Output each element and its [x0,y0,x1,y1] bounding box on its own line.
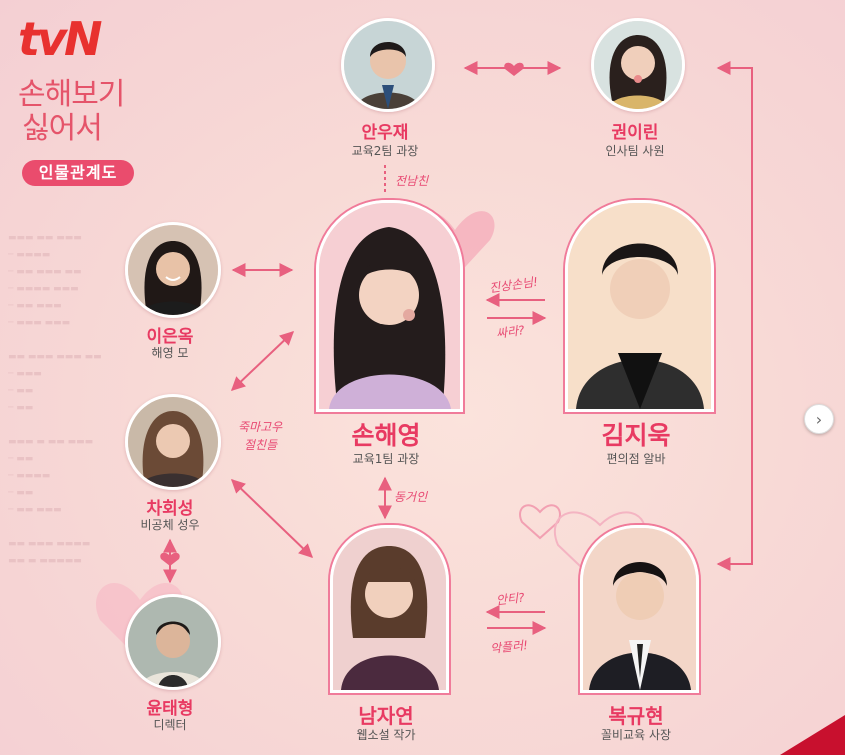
relation-roommate: 동거인 [394,490,428,504]
role-anujae: 교육2팀 과장 [351,144,419,158]
name-kwonirin: 권이린 [611,123,659,143]
person-icon [128,225,218,315]
show-title-line1: 손해보기 [18,77,125,112]
role-kimjiuk: 편의점 알바 [606,452,666,466]
portrait-kimjiuk [565,200,714,412]
avatar-yuntaehyeong [125,594,221,690]
name-kimjiuk: 김지욱 [601,421,671,450]
portrait-sonhaeyoung [316,200,463,412]
portrait-namjayeon [330,525,449,693]
name-anujae: 안우재 [361,123,409,143]
name-bokgyuhyeon: 복규현 [608,704,664,728]
arrow-kwonirin-bokgyuhyeon [716,61,753,571]
person-icon [128,397,218,487]
name-yuntaehyeong: 윤태형 [146,699,194,719]
corner-accent [780,715,845,755]
relation-exboyfriend: 전남친 [395,174,429,188]
role-chahuiseong: 비공체 성우 [140,518,200,532]
background-heart-outline [519,504,561,540]
show-title: 손해보기 싫어서 [18,78,148,146]
chart-subtitle: 인물관계도 [22,160,134,186]
avatar-kwonirin [591,18,685,112]
carousel-next-button[interactable]: › [804,404,834,434]
role-ieunok: 해영 모 [151,346,189,360]
tvn-logo: tvN [18,12,103,66]
relation-anti: 안티? [495,590,526,608]
person-icon [583,528,696,690]
person-icon [568,203,711,409]
name-ieunok: 이은옥 [146,327,194,347]
avatar-anujae [341,18,435,112]
role-kwonirin: 인사팀 사원 [605,144,665,158]
name-chahuiseong: 차회성 [146,499,194,519]
avatar-chahuiseong [125,394,221,490]
chevron-right-icon: › [815,409,823,429]
arrow-chahuiseong-namjayeon [230,479,314,558]
heart-icon [160,552,180,566]
person-icon [344,21,432,109]
role-bokgyuhyeon: 꼴비교육 사장 [600,728,672,742]
heart-icon [504,62,524,76]
portrait-bokgyuhyeon [580,525,699,693]
role-yuntaehyeong: 디렉터 [153,718,187,732]
role-namjayeon: 웹소설 작가 [356,728,416,742]
background-text: ▬▬▬ ▬▬ ▬▬▬─ ▬▬▬▬─ ▬▬ ▬▬▬ ▬▬─ ▬▬▬▬ ▬▬▬─ ▬… [8,233,102,566]
avatar-ieunok [125,222,221,318]
relation-friends-2: 절친들 [244,438,278,452]
person-icon [594,21,682,109]
show-title-line2: 싫어서 [22,111,103,146]
person-icon [319,203,460,409]
name-namjayeon: 남자연 [358,704,414,728]
person-icon [128,597,218,687]
person-icon [333,528,446,690]
relation-friends-1: 죽마고우 [238,420,283,434]
role-sonhaeyoung: 교육1팀 과장 [352,452,420,466]
arrow-chahuiseong-sonhaeyoung [230,331,295,391]
name-sonhaeyoung: 손해영 [351,421,421,450]
